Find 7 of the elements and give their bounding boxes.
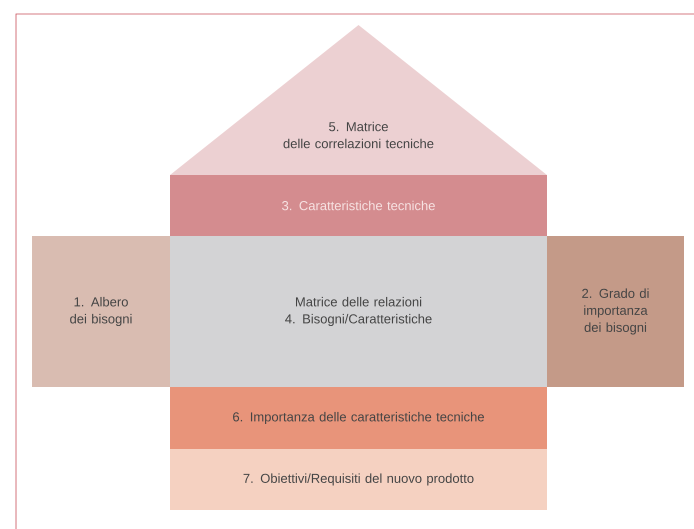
side-box: 1. Albero dei bisogni <box>32 236 170 387</box>
band: 6. Importanza delle caratteristiche tecniche <box>170 386 547 449</box>
band: 3. Caratteristiche tecniche <box>170 175 547 236</box>
roof-triangle: 5. Matrice delle correlazioni tecniche <box>170 24 547 175</box>
side-box: 2. Grado di importanza dei bisogni <box>547 236 684 387</box>
band: 7. Obiettivi/Requisiti del nuovo prodotto <box>170 448 547 510</box>
matrix-box: Matrice delle relazioni 4. Bisogni/Caratteristiche <box>170 236 547 387</box>
